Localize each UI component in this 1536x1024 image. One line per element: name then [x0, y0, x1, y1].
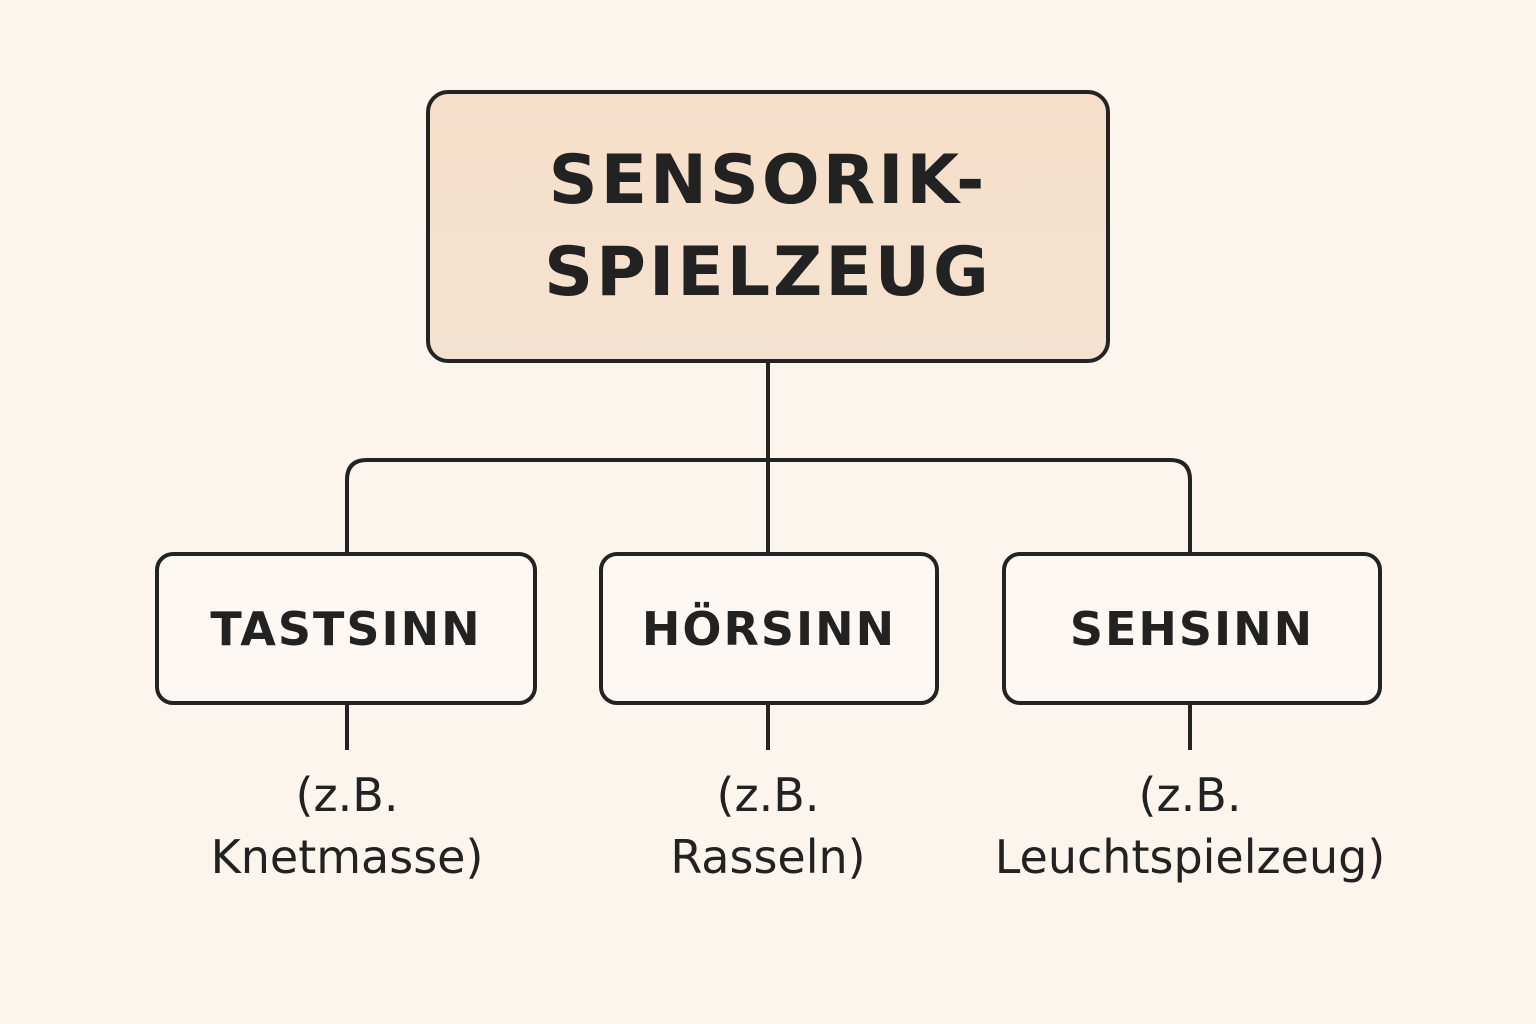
- example-tastsinn-line-2: Knetmasse): [210, 830, 484, 884]
- branch-label-hoersinn: HÖRSINN: [641, 601, 897, 656]
- example-tastsinn: (z.B. Knetmasse): [147, 764, 547, 888]
- example-sehsinn-line-2: Leuchtspielzeug): [994, 830, 1386, 884]
- branch-node-tastsinn: TASTSINN: [155, 552, 537, 705]
- example-sehsinn-line-1: (z.B.: [1138, 768, 1242, 822]
- branch-label-sehsinn: SEHSINN: [1069, 601, 1315, 656]
- branch-label-tastsinn: TASTSINN: [210, 601, 482, 656]
- root-title-line-2: SPIELZEUG: [544, 232, 992, 312]
- example-hoersinn: (z.B. Rasseln): [568, 764, 968, 888]
- example-hoersinn-line-1: (z.B.: [716, 768, 820, 822]
- example-hoersinn-line-2: Rasseln): [670, 830, 866, 884]
- root-node: SENSORIK- SPIELZEUG: [426, 90, 1110, 363]
- example-sehsinn: (z.B. Leuchtspielzeug): [960, 764, 1420, 888]
- connector-bar: [345, 458, 1192, 552]
- example-tastsinn-line-1: (z.B.: [295, 768, 399, 822]
- branch-node-sehsinn: SEHSINN: [1002, 552, 1382, 705]
- branch-node-hoersinn: HÖRSINN: [599, 552, 939, 705]
- root-title-line-1: SENSORIK-: [548, 140, 988, 220]
